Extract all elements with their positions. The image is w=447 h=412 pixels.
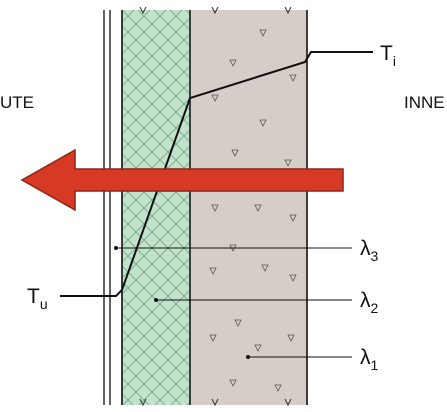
- lambda1-symbol: λ: [360, 346, 371, 369]
- dot-lambda1: [246, 355, 250, 359]
- temp-inside-sub: i: [393, 53, 396, 69]
- lambda3-symbol: λ: [360, 237, 371, 260]
- label-lambda3: λ3: [360, 237, 379, 264]
- lambda3-sub: 3: [371, 248, 379, 264]
- label-lambda1: λ1: [360, 346, 379, 373]
- label-temp-outside: Tu: [27, 285, 48, 312]
- label-inside: INNE: [404, 93, 445, 112]
- lambda1-sub: 1: [371, 357, 379, 373]
- lambda2-symbol: λ: [360, 289, 371, 312]
- label-lambda2: λ2: [360, 289, 379, 316]
- insulation-hatch: [122, 10, 190, 405]
- dot-lambda2: [154, 298, 158, 302]
- label-outside: UTE: [0, 93, 34, 112]
- dot-lambda3: [114, 246, 118, 250]
- heat-flow-arrow: [20, 148, 344, 212]
- concrete-aggregate: [209, 29, 297, 392]
- lambda2-sub: 2: [371, 300, 379, 316]
- label-temp-inside: Ti: [380, 42, 396, 69]
- temp-outside-base: T: [27, 285, 40, 308]
- temperature-profile-line: [60, 51, 373, 297]
- temp-inside-base: T: [380, 42, 393, 65]
- concrete-layer: [191, 10, 307, 405]
- break-marks: [139, 6, 292, 407]
- temp-outside-sub: u: [40, 296, 48, 312]
